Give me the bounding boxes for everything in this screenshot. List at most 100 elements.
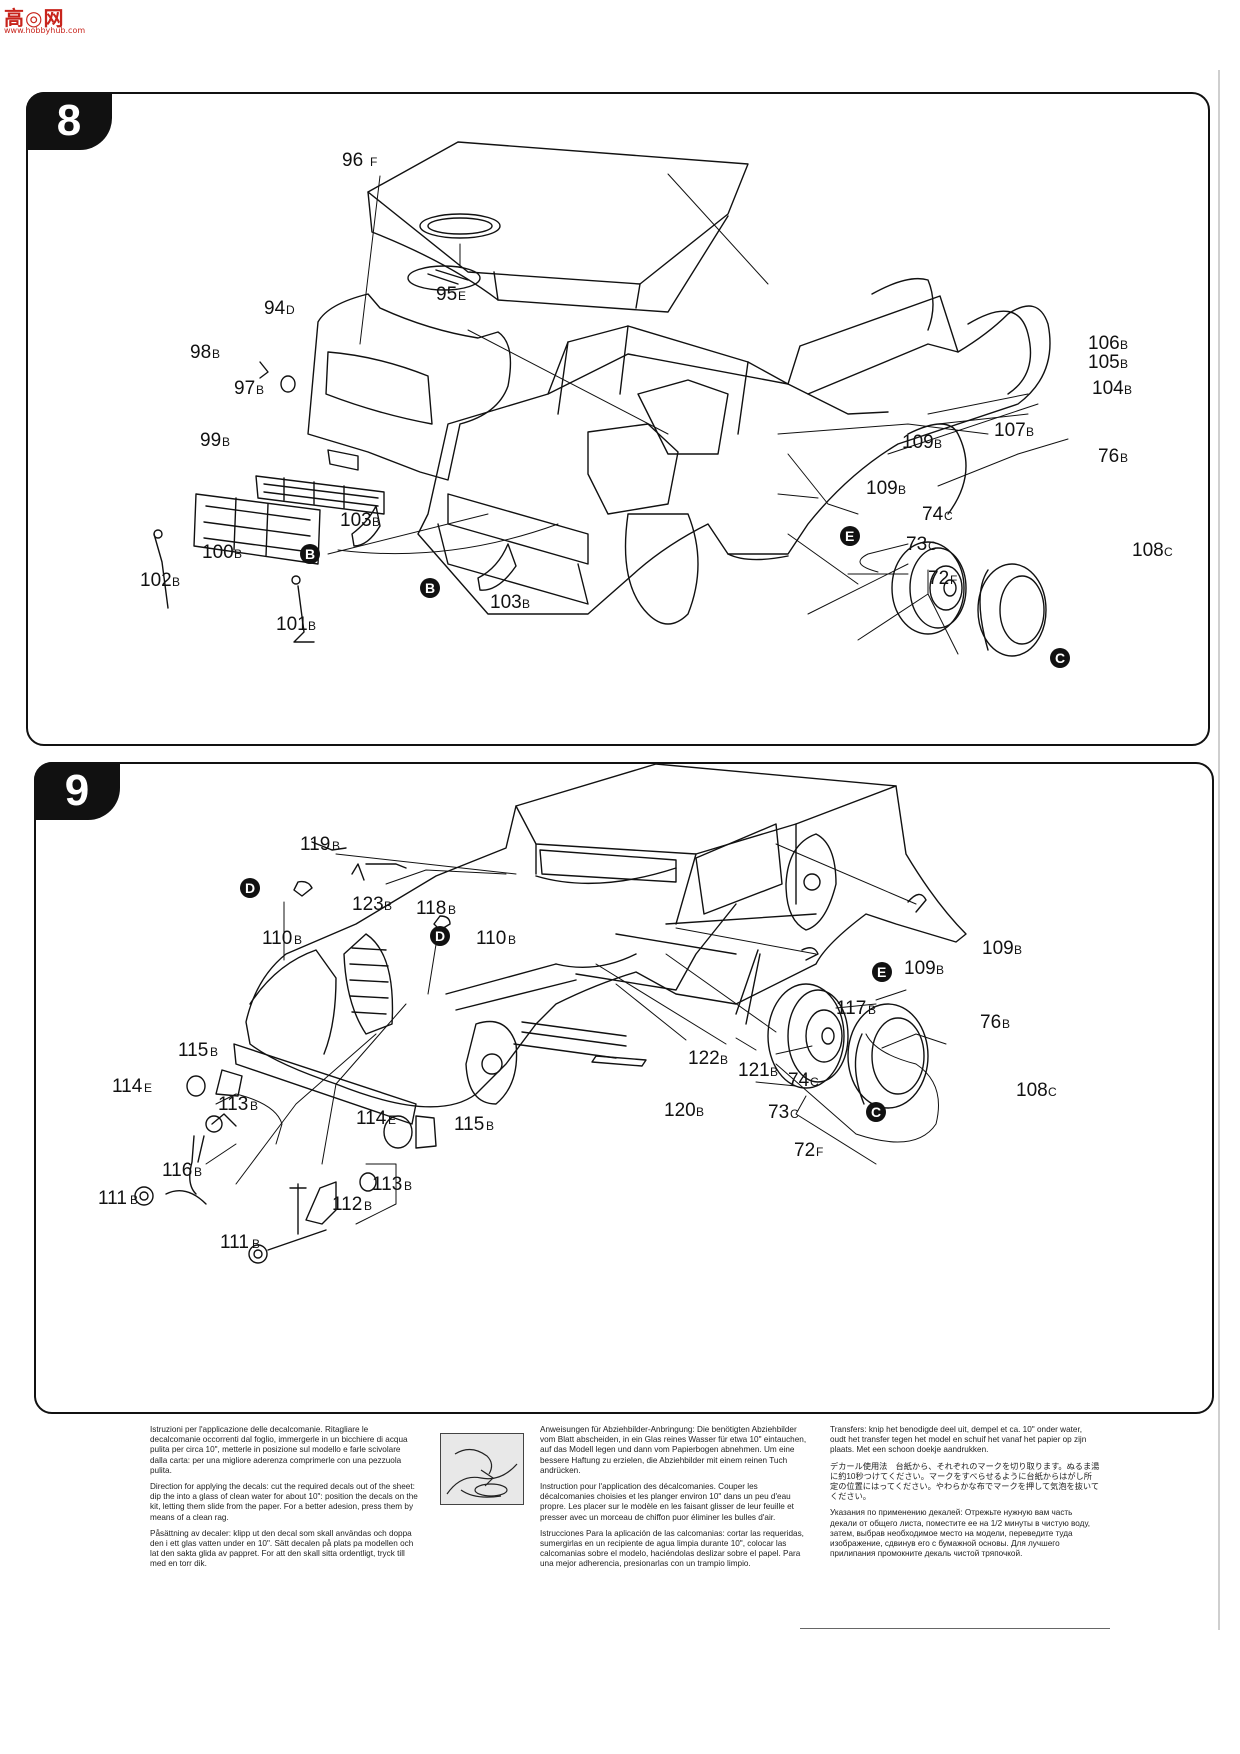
label-73: 73 — [768, 1102, 789, 1123]
marker-b-2: B — [420, 578, 440, 598]
instructions-french: Instruction pour l'application des décal… — [540, 1482, 794, 1522]
wheel-assembly-step-8 — [891, 541, 1047, 657]
label-109-d: 109 — [904, 958, 936, 979]
step-8-panel: 8 — [26, 92, 1210, 746]
label-103-a: 103 — [340, 510, 372, 531]
label-100: 100 — [202, 542, 234, 563]
label-106: 106 — [1088, 333, 1120, 354]
label-113-b: 113 — [372, 1174, 402, 1195]
svg-text:C: C — [1055, 650, 1065, 666]
small-fittings-step-9 — [134, 841, 927, 1264]
svg-text:B: B — [212, 347, 220, 361]
assembly-markers-step-9: D D E C — [240, 878, 892, 1122]
label-72: 72 — [794, 1140, 815, 1161]
assembly-markers-step-8: B B E C — [300, 526, 1070, 668]
svg-text:B: B — [1026, 425, 1034, 439]
label-104: 104 — [1092, 378, 1124, 399]
svg-text:B: B — [256, 383, 264, 397]
label-98: 98 — [190, 342, 211, 363]
marker-e: E — [872, 962, 892, 982]
instructions-column-3: Transfers: knip het benodigde deel uit, … — [830, 1425, 1100, 1565]
marker-d-1: D — [240, 878, 260, 898]
instructions-russian: Указания по применению декалей: Отрежьте… — [830, 1508, 1091, 1559]
svg-text:B: B — [1120, 357, 1128, 371]
soft-top-part — [367, 141, 749, 313]
label-108: 108 — [1016, 1080, 1048, 1101]
svg-text:C: C — [810, 1075, 819, 1089]
svg-text:B: B — [522, 597, 530, 611]
label-115-b: 115 — [454, 1114, 484, 1135]
svg-text:B: B — [448, 903, 456, 917]
svg-text:B: B — [364, 1199, 372, 1213]
label-74: 74 — [788, 1070, 810, 1091]
svg-text:F: F — [370, 155, 377, 169]
svg-text:B: B — [868, 1003, 876, 1017]
svg-text:C: C — [928, 539, 937, 553]
label-108: 108 — [1132, 540, 1164, 561]
step-8-badge: 8 — [26, 92, 112, 150]
label-114-b: 114 — [356, 1108, 387, 1129]
svg-text:C: C — [1164, 545, 1173, 559]
marker-e: E — [840, 526, 860, 546]
site-logo: 高◎网 www.hobbyhub.com — [0, 0, 85, 38]
label-103-b: 103 — [490, 592, 522, 613]
label-111-b: 111 — [220, 1232, 249, 1253]
instructions-japanese: デカール使用法 台紙から、それぞれのマークを切り取ります。ぬるま湯に約10秒つけ… — [830, 1461, 1100, 1502]
car-body-step-8 — [417, 277, 1051, 625]
svg-text:D: D — [245, 880, 255, 896]
luggage-rack-parts — [193, 475, 385, 565]
svg-text:D: D — [286, 303, 295, 317]
label-111-a: 111 — [98, 1188, 127, 1209]
svg-text:B: B — [252, 1237, 260, 1251]
label-76: 76 — [980, 1012, 1001, 1033]
marker-c: C — [866, 1102, 886, 1122]
svg-text:B: B — [720, 1053, 728, 1067]
label-109-a: 109 — [902, 432, 934, 453]
svg-text:B: B — [934, 437, 942, 451]
label-119: 119 — [300, 834, 330, 855]
label-121: 121 — [738, 1060, 770, 1081]
site-logo-url: www.hobbyhub.com — [4, 26, 86, 35]
label-120: 120 — [664, 1100, 696, 1121]
svg-text:B: B — [898, 483, 906, 497]
label-122: 122 — [688, 1048, 720, 1069]
svg-text:B: B — [294, 933, 302, 947]
svg-text:B: B — [1014, 943, 1022, 957]
label-101: 101 — [276, 614, 308, 635]
svg-text:B: B — [1120, 451, 1128, 465]
svg-text:B: B — [508, 933, 516, 947]
decal-instructions: Istruzioni per l'applicazione delle deca… — [150, 1425, 1110, 1605]
svg-text:B: B — [210, 1045, 218, 1059]
label-96: 96 — [342, 150, 363, 171]
svg-text:F: F — [816, 1145, 823, 1159]
step-9-badge: 9 — [34, 762, 120, 820]
footer-rule — [800, 1628, 1110, 1629]
label-76: 76 — [1098, 446, 1119, 467]
label-116: 116 — [162, 1160, 192, 1181]
rear-body-panel — [307, 293, 512, 481]
label-110-b: 110 — [476, 928, 506, 949]
svg-text:B: B — [1120, 338, 1128, 352]
svg-text:B: B — [404, 1179, 412, 1193]
label-97: 97 — [234, 378, 255, 399]
svg-text:B: B — [308, 619, 316, 633]
label-110-a: 110 — [262, 928, 292, 949]
label-114-a: 114 — [112, 1076, 143, 1097]
svg-text:C: C — [1048, 1085, 1057, 1099]
marker-c: C — [1050, 648, 1070, 668]
wheel-assembly-step-9 — [767, 983, 929, 1109]
svg-text:B: B — [770, 1065, 778, 1079]
label-109-b: 109 — [866, 478, 898, 499]
label-105: 105 — [1088, 352, 1120, 373]
svg-text:E: E — [845, 528, 854, 544]
svg-text:C: C — [871, 1104, 881, 1120]
svg-text:B: B — [194, 1165, 202, 1179]
label-95: 95 — [436, 284, 457, 305]
instructions-italian: Istruzioni per l'applicazione delle deca… — [150, 1425, 408, 1475]
label-117: 117 — [836, 998, 866, 1019]
svg-text:B: B — [936, 963, 944, 977]
svg-text:B: B — [384, 899, 392, 913]
